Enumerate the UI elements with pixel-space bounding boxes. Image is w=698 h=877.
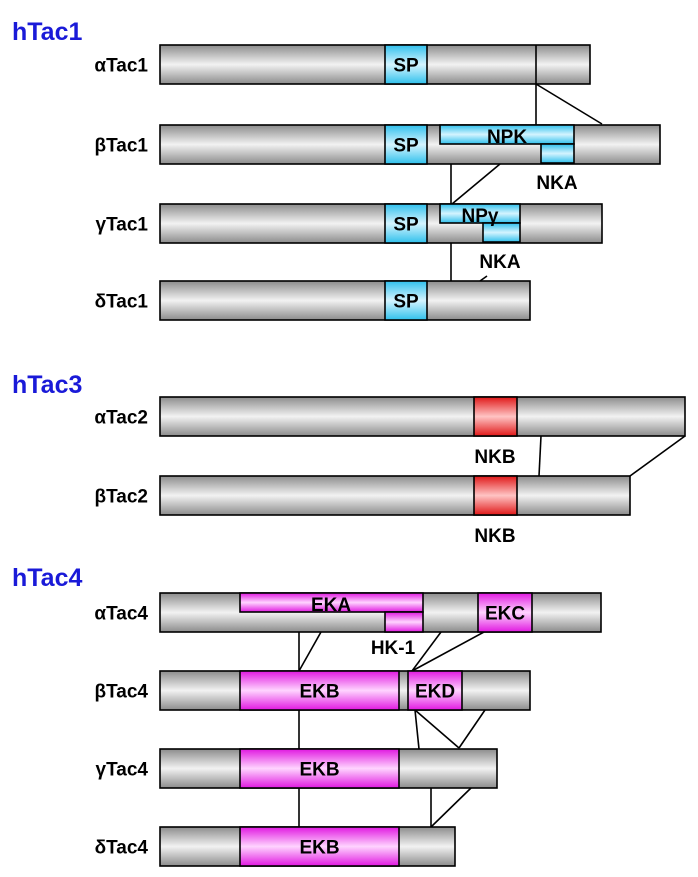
- isoform-label: γTac1: [96, 215, 149, 236]
- precursor-bar: [159, 44, 591, 85]
- peptide-segment: [482, 222, 521, 243]
- isoform-label: δTac1: [95, 292, 149, 313]
- peptide-segment: [540, 143, 575, 164]
- isoform-label: αTac4: [94, 604, 148, 625]
- peptide-label: NPK: [487, 127, 527, 148]
- peptide-label: EKA: [311, 595, 351, 616]
- precursor-bar: [159, 280, 531, 321]
- group-title-htac4: hTac4: [12, 564, 82, 592]
- isoform-bar: [159, 203, 603, 244]
- isoform-bar: [159, 44, 591, 85]
- precursor-bar: [159, 475, 631, 516]
- peptide-segment: [384, 280, 428, 321]
- isoform-label: γTac4: [96, 760, 149, 781]
- peptide-label: SP: [393, 292, 419, 313]
- isoform-label: βTac1: [95, 136, 149, 157]
- peptide-label: NKA: [479, 252, 520, 273]
- peptide-label: EKC: [485, 604, 525, 625]
- splice-connector-line: [458, 709, 486, 749]
- splice-connector-line: [414, 709, 460, 749]
- splice-connector-line: [414, 709, 420, 750]
- peptide-label: NKA: [536, 173, 577, 194]
- peptide-segment: [407, 670, 463, 711]
- isoform-bar: [159, 280, 531, 321]
- peptide-label: NKB: [474, 447, 515, 468]
- peptide-segment: [477, 592, 533, 633]
- peptide-label: EKB: [299, 682, 339, 703]
- isoform-bar: [159, 396, 686, 437]
- peptide-segment: [239, 592, 424, 613]
- peptide-label: NKB: [474, 526, 515, 547]
- isoform-bar: [159, 475, 631, 516]
- isoform-label: βTac2: [95, 487, 149, 508]
- splice-connector-line: [535, 83, 603, 125]
- peptide-label: NPγ: [462, 206, 499, 227]
- peptide-label: EKB: [299, 760, 339, 781]
- isoform-label: βTac4: [95, 682, 149, 703]
- group-title-htac3: hTac3: [12, 371, 82, 399]
- connector-lines: [298, 83, 686, 828]
- peptide-segment: [384, 44, 428, 85]
- peptide-label: SP: [393, 215, 419, 236]
- splice-connector-line: [629, 435, 686, 477]
- splice-connector-line: [411, 631, 442, 672]
- peptide-segment: [239, 670, 400, 711]
- splice-connector-line: [538, 435, 542, 477]
- isoform-bar: [159, 748, 498, 789]
- peptide-segment: [239, 826, 400, 867]
- peptide-label: HK-1: [371, 638, 416, 659]
- splice-connector-line: [451, 163, 501, 205]
- isoform-bar: [159, 826, 456, 867]
- peptide-segment: [384, 124, 428, 165]
- splice-connector-line: [298, 631, 322, 672]
- peptide-segment: [439, 124, 575, 145]
- splice-connector-line: [479, 275, 488, 282]
- peptide-segment: [439, 203, 521, 224]
- peptide-segment: [239, 748, 400, 789]
- peptide-segment: [384, 203, 428, 244]
- peptide-label: EKB: [299, 838, 339, 859]
- splice-connector-line: [411, 631, 485, 672]
- peptide-segment: [473, 475, 518, 516]
- precursor-bar: [159, 203, 603, 244]
- splice-connector-line: [430, 787, 472, 828]
- isoform-label: αTac2: [94, 408, 148, 429]
- peptide-segment: [384, 611, 424, 633]
- isoform-bar: [159, 670, 531, 711]
- isoform-label: αTac1: [94, 56, 148, 77]
- isoform-bar: [159, 592, 602, 633]
- peptide-label: SP: [393, 136, 419, 157]
- isoform-bar: [159, 124, 661, 165]
- peptide-label: SP: [393, 56, 419, 77]
- precursor-bar: [159, 396, 686, 437]
- isoform-label: δTac4: [95, 838, 149, 859]
- peptide-label: EKD: [415, 682, 455, 703]
- peptide-segment: [473, 396, 518, 437]
- group-title-htac1: hTac1: [12, 18, 82, 46]
